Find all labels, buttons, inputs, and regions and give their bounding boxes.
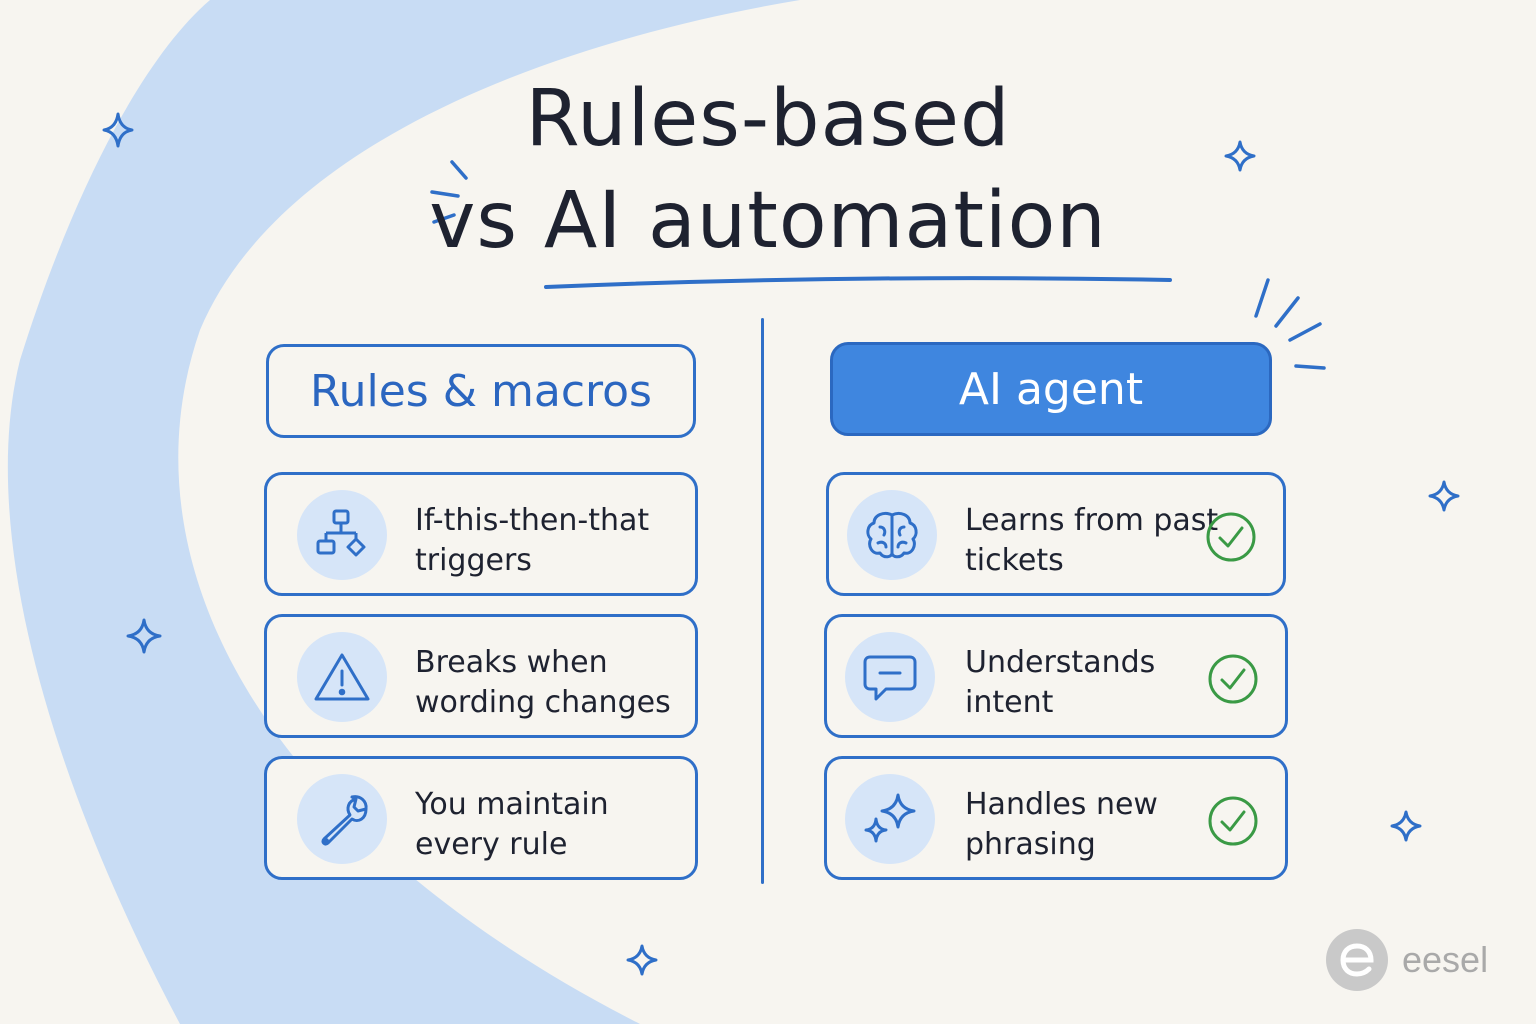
warning-icon <box>297 632 387 722</box>
sparkles-icon <box>845 774 935 864</box>
rules-item-label: Breaks when wording changes <box>415 645 671 720</box>
title-line-1: Rules-based <box>525 74 1011 164</box>
check-circle-icon <box>1208 654 1258 704</box>
ai-item-intent: Understands intent <box>824 614 1288 738</box>
ai-item-learns: Learns from past tickets <box>826 472 1286 596</box>
ai-item-label: Handles new phrasing <box>965 787 1158 862</box>
sparkle-decorations <box>102 112 1460 976</box>
eesel-logo-icon <box>1326 929 1388 991</box>
title-underline <box>544 276 1172 289</box>
ai-item-label: Understands intent <box>965 645 1156 720</box>
rules-item-breaks: Breaks when wording changes <box>264 614 698 738</box>
title-emphasis-marks <box>430 160 468 224</box>
wrench-icon <box>297 774 387 864</box>
background-swoosh <box>0 0 800 1024</box>
ai-item-label: Learns from past tickets <box>965 503 1219 578</box>
chat-bubble-icon <box>845 632 935 722</box>
rules-item-maintain: You maintain every rule <box>264 756 698 880</box>
sparkle-icon <box>1390 810 1422 842</box>
check-circle-icon <box>1208 796 1258 846</box>
ai-agent-heading: AI agent <box>830 342 1272 436</box>
rules-heading: Rules & macros <box>266 344 696 438</box>
sparkle-icon <box>626 944 658 976</box>
ai-emphasis-marks <box>1254 278 1326 370</box>
rules-item-label: If-this-then-that triggers <box>415 503 650 578</box>
check-circle-icon <box>1206 512 1256 562</box>
title-line-2: vs AI automation <box>429 176 1107 266</box>
sparkle-icon <box>102 112 134 148</box>
sparkle-icon <box>1224 140 1256 172</box>
sparkle-icon <box>126 618 162 654</box>
column-divider <box>761 318 764 884</box>
rules-item-label: You maintain every rule <box>415 787 609 862</box>
flowchart-icon <box>297 490 387 580</box>
sparkle-icon <box>1428 480 1460 512</box>
brand-name: eesel <box>1402 939 1489 980</box>
rules-item-triggers: If-this-then-that triggers <box>264 472 698 596</box>
ai-item-phrasing: Handles new phrasing <box>824 756 1288 880</box>
brain-icon <box>847 490 937 580</box>
brand-logo: eesel <box>1326 928 1488 992</box>
